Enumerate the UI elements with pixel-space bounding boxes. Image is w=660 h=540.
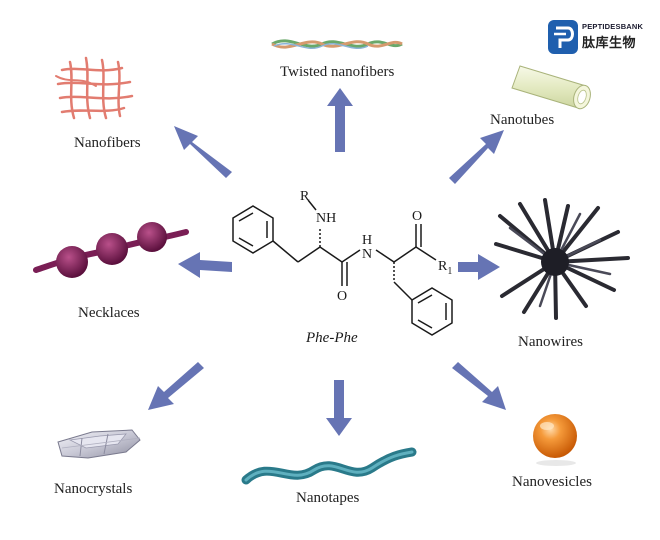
arrow-down [326,380,352,436]
twisted-nanofibers-illustration [271,39,403,49]
phe-phe-structure [232,199,453,336]
nanofibers-illustration [55,56,134,120]
arrow-upper-left [174,126,232,178]
label-necklaces: Necklaces [78,305,140,321]
atom-N: N [362,247,372,262]
logo-brand-cn: 肽库生物 [582,36,637,51]
nanotubes-illustration [511,65,591,110]
arrow-left [178,252,232,278]
label-nanotubes: Nanotubes [490,112,555,128]
necklaces-illustration [33,222,189,278]
nanowires-illustration [494,198,630,320]
arrow-lower-right [452,362,506,410]
atom-NH: NH [316,211,336,226]
label-nanowires: Nanowires [518,334,583,350]
arrow-up [327,88,353,152]
peptidesbank-logo-mark [548,20,578,54]
nanovesicles-illustration [533,414,577,466]
atom-R1: R1 [438,259,452,277]
atom-O-left: O [337,289,347,304]
arrow-right [458,254,500,280]
atom-labels: R NH H N O O R1 Phe-Phe [300,189,452,346]
molecule-name: Phe-Phe [305,330,358,346]
atom-H: H [362,233,372,248]
arrows [148,88,506,436]
nanotapes-illustration [241,447,417,485]
arrow-lower-left [148,362,204,410]
label-twisted-nanofibers: Twisted nanofibers [280,64,395,80]
atom-O-right: O [412,209,422,224]
label-nanocrystals: Nanocrystals [54,481,133,497]
label-nanofibers: Nanofibers [74,135,141,151]
atom-R: R [300,189,310,204]
right-benzene-ring [411,287,453,336]
label-nanovesicles: Nanovesicles [512,474,592,490]
logo: PEPTIDESBANK 肽库生物 [548,20,648,58]
nanocrystals-illustration [57,429,141,459]
label-nanotapes: Nanotapes [296,490,360,506]
logo-brand-en: PEPTIDESBANK [582,22,644,31]
arrow-upper-right [449,130,504,184]
